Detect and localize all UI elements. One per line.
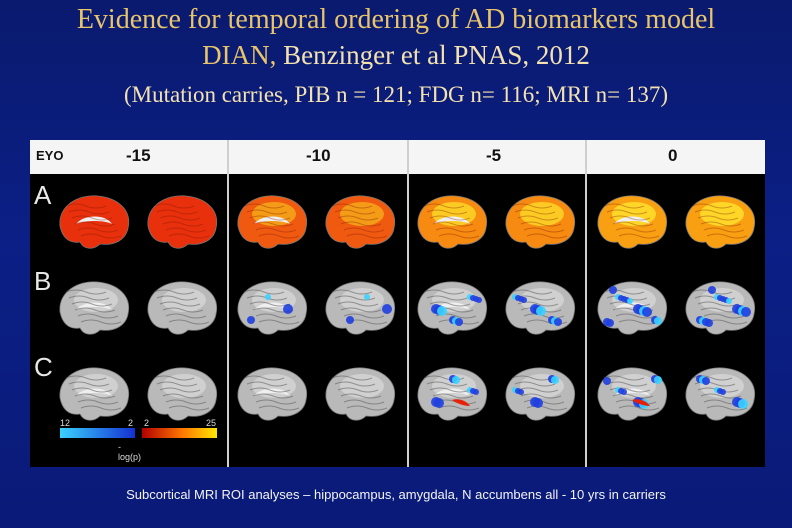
brain-map xyxy=(237,281,308,335)
legend-caption: -log(p) xyxy=(118,442,142,462)
slide-title: Evidence for temporal ordering of AD bio… xyxy=(76,4,716,35)
brain-map xyxy=(59,195,130,249)
brain-map xyxy=(147,281,218,335)
brain-map xyxy=(59,367,130,421)
column-divider xyxy=(227,140,229,467)
red-colorbar xyxy=(142,428,217,438)
brain-map xyxy=(147,195,218,249)
brain-map xyxy=(59,281,130,335)
brain-map xyxy=(237,367,308,421)
dian-label: DIAN, xyxy=(202,40,277,70)
brain-map xyxy=(417,367,488,421)
legend-blue-min: 12 xyxy=(60,418,71,428)
column-divider xyxy=(585,140,587,467)
brain-map xyxy=(685,281,756,335)
row-label-a: A xyxy=(34,180,52,210)
legend-blue-max: 2 xyxy=(128,418,134,428)
brain-map xyxy=(597,195,668,249)
column-label-0: 0 xyxy=(668,146,678,165)
brain-figure: EYO -15 -10 -5 0 A B C 12 2 2 25 -log(p) xyxy=(30,140,765,467)
brain-map xyxy=(597,367,668,421)
brain-map xyxy=(685,367,756,421)
brain-map xyxy=(325,195,396,249)
brain-map xyxy=(597,281,668,335)
column-label-neg15: -15 xyxy=(126,146,151,165)
column-label-neg5: -5 xyxy=(486,146,502,165)
row-label-b: B xyxy=(34,266,52,296)
column-divider xyxy=(407,140,409,467)
legend-red-max: 25 xyxy=(206,418,217,428)
brain-map xyxy=(505,367,576,421)
brain-map xyxy=(417,281,488,335)
brain-map xyxy=(325,281,396,335)
slide-caption: Subcortical MRI ROI analyses – hippocamp… xyxy=(126,487,666,502)
row-label-c: C xyxy=(34,352,53,382)
eyo-label: EYO xyxy=(36,148,64,163)
legend-red-min: 2 xyxy=(144,418,150,428)
slide-subtitle: (Mutation carries, PIB n = 121; FDG n= 1… xyxy=(123,82,669,107)
brain-map xyxy=(147,367,218,421)
brain-map xyxy=(685,195,756,249)
slide-title-line2: DIAN, Benzinger et al PNAS, 2012 xyxy=(0,40,792,71)
column-label-neg10: -10 xyxy=(306,146,331,165)
figure-header xyxy=(30,140,765,174)
brain-map xyxy=(505,281,576,335)
blue-colorbar xyxy=(60,428,135,438)
citation: Benzinger et al PNAS, 2012 xyxy=(276,40,590,70)
brain-map xyxy=(417,195,488,249)
brain-map xyxy=(505,195,576,249)
brain-map xyxy=(237,195,308,249)
brain-map xyxy=(325,367,396,421)
